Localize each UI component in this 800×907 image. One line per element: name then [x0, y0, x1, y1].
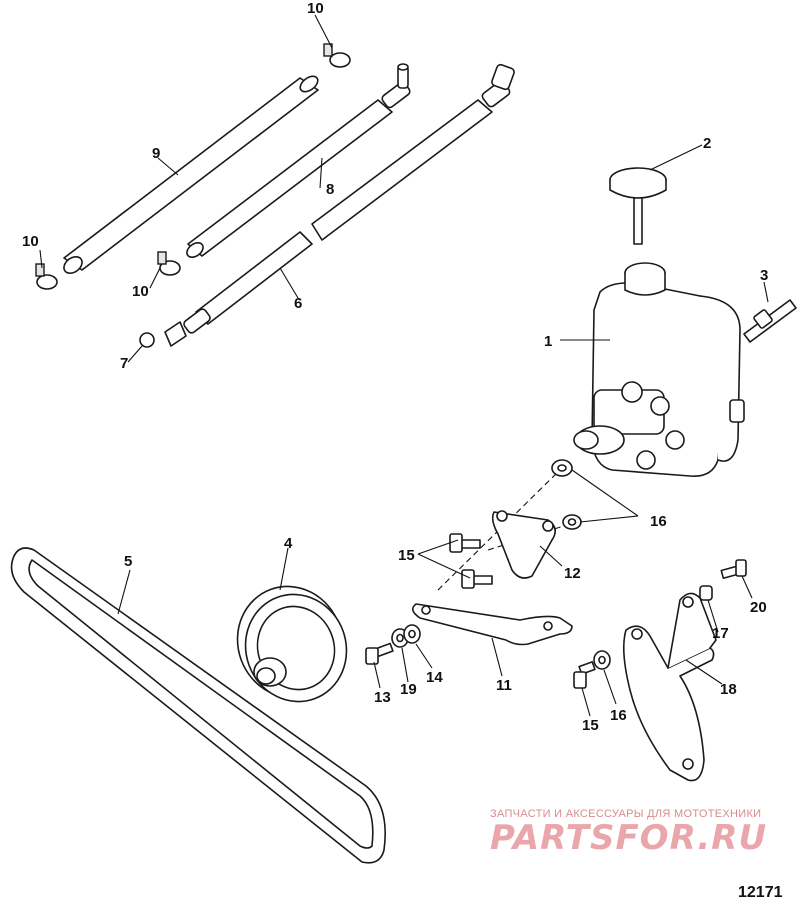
bolt-15-lower [461, 569, 493, 589]
hose-8 [186, 63, 411, 259]
callout-15-lower: 15 [582, 717, 599, 734]
stud-3 [743, 299, 797, 343]
callout-10-left: 10 [22, 233, 39, 250]
bracket-12 [491, 510, 556, 579]
callout-10-top: 10 [307, 0, 324, 17]
callout-12: 12 [564, 565, 581, 582]
callout-4: 4 [284, 535, 293, 552]
callout-11: 11 [496, 677, 512, 694]
callout-19: 19 [400, 681, 417, 698]
washer-16-upper [551, 459, 573, 477]
bolt-15-upper [449, 533, 481, 553]
callout-5: 5 [124, 553, 132, 570]
spacer-17 [699, 585, 713, 601]
callout-7: 7 [120, 355, 128, 372]
watermark-tagline: ЗАПЧАСТИ И АКСЕССУАРЫ ДЛЯ МОТОТЕХНИКИ [490, 808, 762, 820]
figure-number: 12171 [738, 884, 783, 901]
callout-16-upper: 16 [650, 513, 667, 530]
callout-9: 9 [152, 145, 160, 162]
pulley-4 [236, 585, 348, 703]
callout-13: 13 [374, 689, 391, 706]
hose-clamp-10-middle [157, 251, 181, 276]
callout-16-lower: 16 [610, 707, 627, 724]
power-steering-pump-1 [573, 262, 745, 477]
callout-15-upper: 15 [398, 547, 415, 564]
callout-2: 2 [703, 135, 711, 152]
watermark-logo: PARTSFOR.RU [490, 818, 768, 858]
callout-3: 3 [760, 267, 768, 284]
callout-14: 14 [426, 669, 443, 686]
o-ring-7 [139, 332, 155, 348]
hose-clamp-10-left [35, 263, 58, 290]
callout-6: 6 [294, 295, 302, 312]
drive-belt-5 [10, 547, 386, 864]
bracket-11 [412, 603, 573, 646]
washer-16-right [593, 650, 611, 670]
callout-17: 17 [712, 625, 729, 642]
callout-18: 18 [720, 681, 737, 698]
bolt-13 [365, 642, 394, 665]
watermark: ЗАПЧАСТИ И АКСЕССУАРЫ ДЛЯ МОТОТЕХНИКИ PA… [490, 808, 780, 856]
hose-clamp-10-top [323, 43, 351, 68]
washer-16-lower [562, 514, 582, 530]
bolt-15-right [573, 661, 596, 689]
bracket-18 [622, 592, 717, 782]
callout-20: 20 [750, 599, 767, 616]
callout-8: 8 [326, 181, 334, 198]
callout-1: 1 [544, 333, 552, 350]
hose-6 [164, 63, 515, 347]
hose-9 [63, 75, 319, 275]
washer-14 [403, 624, 421, 644]
reservoir-cap-2 [609, 167, 667, 245]
callout-10-middle: 10 [132, 283, 149, 300]
bolt-20 [720, 559, 747, 579]
